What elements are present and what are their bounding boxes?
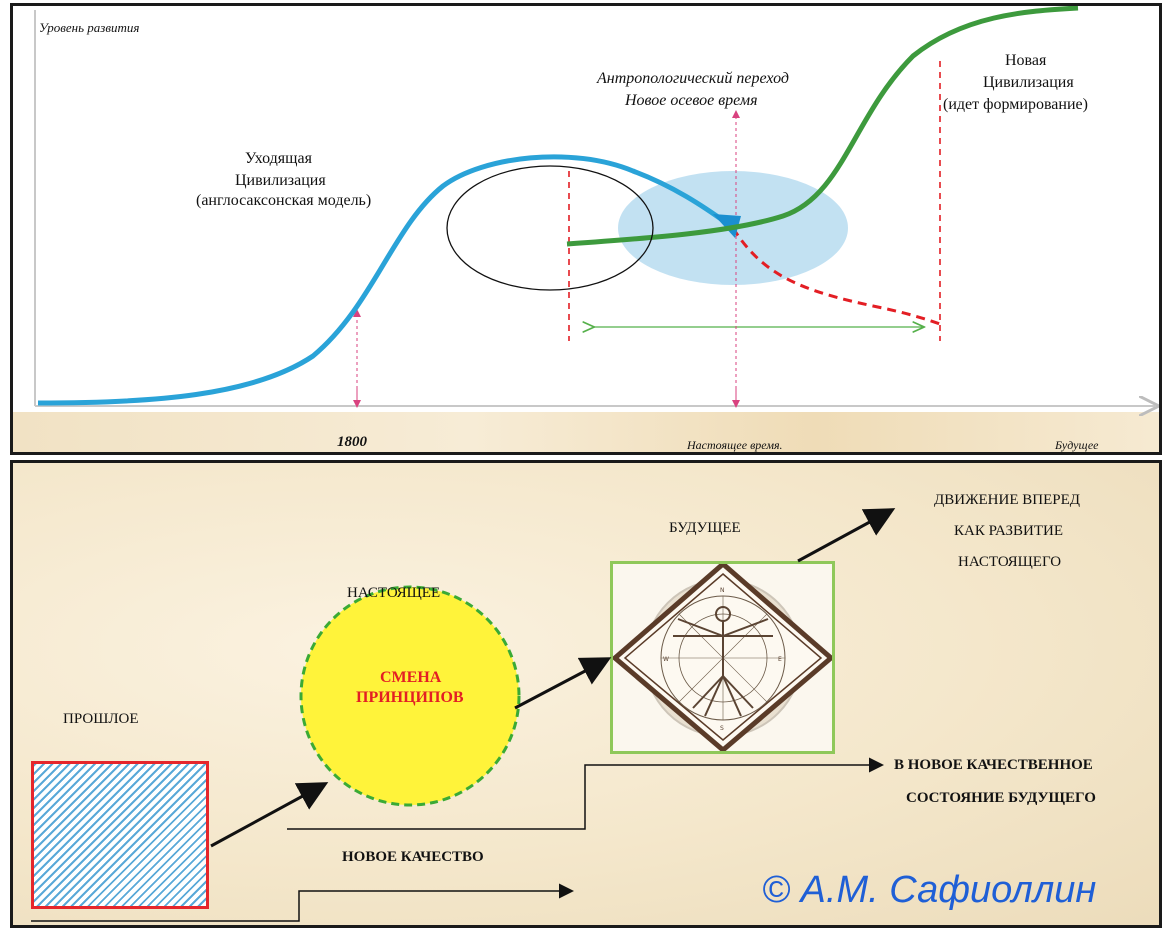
time-axis-strip xyxy=(13,412,1159,452)
transition-label-1: Антропологический переход xyxy=(597,70,789,87)
change-principles-label-2: ПРИНЦИПОВ xyxy=(356,689,464,706)
copyright-label: © А.М. Сафиоллин xyxy=(762,869,1097,911)
time-label-future: Будущее xyxy=(1055,438,1099,452)
present-label: НАСТОЯЩЕЕ xyxy=(347,585,441,601)
decline-curve xyxy=(731,227,941,326)
old-peak-ellipse xyxy=(446,165,654,291)
time-transition-panel: N S W E ПРОШЛОЕ НАСТОЯЩЕЕ БУДУЩЕЕ СМЕНА ПР… xyxy=(10,460,1162,928)
old-civilization-curve xyxy=(37,154,730,406)
new-state-step-line xyxy=(287,757,884,830)
svg-text:W: W xyxy=(663,656,669,663)
forward-label-3: НАСТОЯЩЕГО xyxy=(958,554,1062,570)
forward-label-2: КАК РАЗВИТИЕ xyxy=(954,523,1063,539)
new-civilization-label-2: Цивилизация xyxy=(983,74,1074,91)
past-box xyxy=(31,761,209,909)
time-label-1800: 1800 xyxy=(337,434,367,450)
new-civilization-label-1: Новая xyxy=(1005,52,1047,69)
civilization-curve-panel: Уровень развития Уходящая Цивилизация (а… xyxy=(10,3,1162,455)
civilization-curve-svg xyxy=(34,6,1159,452)
new-state-label-2: СОСТОЯНИЕ БУДУЩЕГО xyxy=(906,790,1096,806)
future-frame: N S W E xyxy=(610,560,835,754)
change-principles-label-1: СМЕНА xyxy=(380,669,442,686)
transition-label-2: Новое осевое время xyxy=(625,92,758,109)
vitruvian-man-icon: N S W E xyxy=(611,560,835,754)
new-quality-label: НОВОЕ КАЧЕСТВО xyxy=(342,849,484,865)
future-forward-arrow xyxy=(797,508,896,563)
future-label: БУДУЩЕЕ xyxy=(669,520,741,536)
transition-arrows-svg xyxy=(31,508,896,922)
svg-text:E: E xyxy=(778,656,782,663)
svg-text:S: S xyxy=(720,725,724,732)
present-to-future-arrow xyxy=(514,657,612,710)
old-civilization-label-3: (англосаксонская модель) xyxy=(196,192,372,209)
svg-text:N: N xyxy=(720,587,725,594)
y-axis-label: Уровень развития xyxy=(39,20,140,35)
new-quality-step-line xyxy=(31,883,574,922)
old-civilization-label-1: Уходящая xyxy=(245,150,312,167)
past-label: ПРОШЛОЕ xyxy=(63,711,139,727)
new-state-label-1: В НОВОЕ КАЧЕСТВЕННОЕ xyxy=(894,757,1093,773)
old-civilization-label-2: Цивилизация xyxy=(235,172,326,189)
new-civilization-label-3: (идет формирование) xyxy=(943,96,1088,113)
past-to-present-arrow xyxy=(210,782,329,848)
present-circle xyxy=(299,585,521,807)
time-label-present: Настоящее время. xyxy=(687,438,783,452)
forward-label-1: ДВИЖЕНИЕ ВПЕРЕД xyxy=(934,492,1080,508)
new-civilization-curve xyxy=(566,6,1079,247)
